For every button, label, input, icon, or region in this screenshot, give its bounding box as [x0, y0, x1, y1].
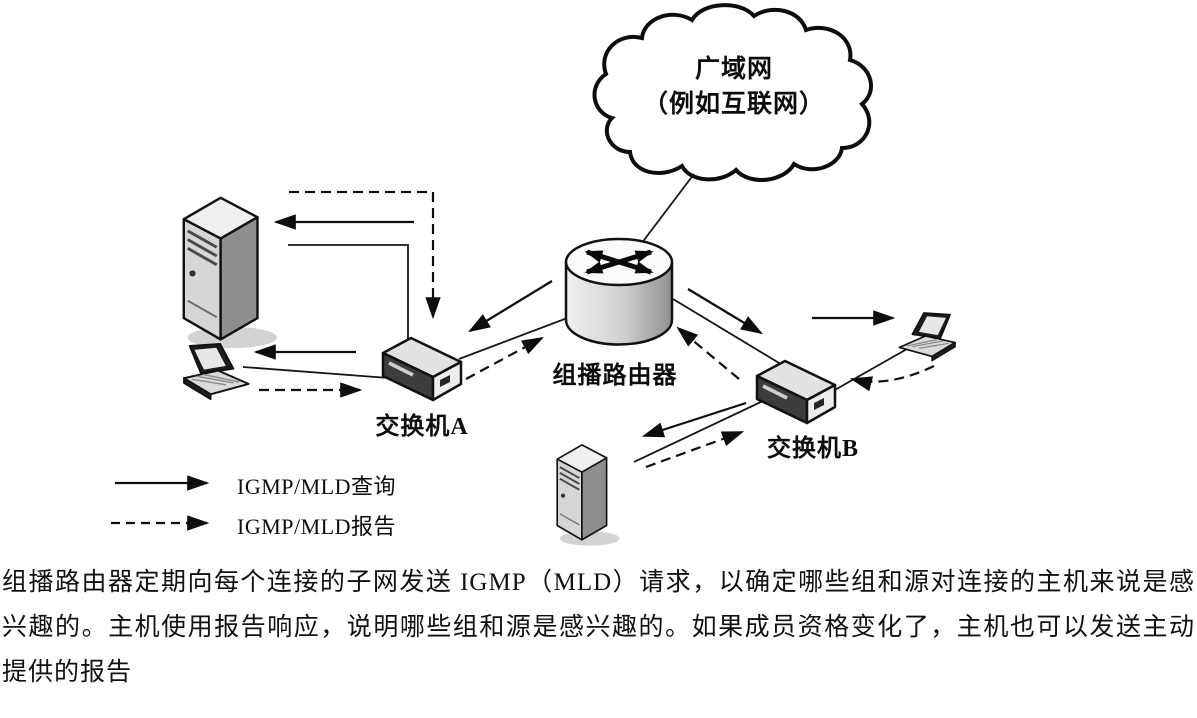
- router-icon: [564, 237, 674, 346]
- report-arrow-laptop2: [849, 365, 935, 392]
- wan-cloud-icon: [592, 3, 873, 183]
- report-arrow-server2: [645, 430, 745, 469]
- laptop2-icon: [898, 312, 956, 362]
- link-switch-b-server2: [633, 400, 764, 463]
- server1-icon: [182, 196, 279, 350]
- legend-icons: [111, 475, 210, 531]
- wan-cloud-label-line1: 广域网: [694, 56, 773, 83]
- switch-a-label: 交换机A: [375, 414, 469, 440]
- report-arrows: [259, 190, 935, 469]
- link-cloud-router: [637, 173, 695, 249]
- link-laptop1-switch-a: [242, 366, 390, 379]
- link-switch-a-router: [458, 316, 571, 360]
- query-arrow-router-to-switch-b: [687, 288, 763, 335]
- router-label: 组播路由器: [552, 363, 678, 389]
- connection-lines: [242, 173, 908, 463]
- query-arrow-router-to-switch-a: [468, 280, 553, 333]
- query-arrow-to-server2: [641, 401, 747, 438]
- wan-cloud-label-line2: （例如互联网）: [642, 91, 825, 118]
- switch-b-icon: [755, 359, 837, 425]
- query-arrows: [253, 214, 896, 438]
- legend-query-label: IGMP/MLD查询: [237, 474, 397, 499]
- report-arrow-switch-b-to-router: [676, 326, 740, 380]
- server2-icon: [556, 443, 621, 547]
- report-arrow-switch-a-to-router: [465, 336, 544, 380]
- figure-caption: 组播路由器定期向每个连接的子网发送 IGMP（MLD）请求，以确定哪些组和源对连…: [2, 569, 1195, 686]
- link-router-switch-b: [667, 295, 790, 370]
- link-switch-b-laptop2: [832, 348, 908, 392]
- network-diagram: [111, 3, 956, 547]
- wan-cloud-label: 广域网 （例如互联网）: [628, 52, 840, 122]
- switch-a-icon: [381, 336, 463, 402]
- legend-report-label: IGMP/MLD报告: [237, 514, 397, 539]
- report-arrow-server1: [289, 190, 441, 320]
- router-crossed-arrows-icon: [584, 249, 654, 275]
- switch-b-label: 交换机B: [766, 436, 859, 462]
- link-server1-switch-a: [288, 244, 409, 341]
- laptop1-icon: [183, 343, 250, 401]
